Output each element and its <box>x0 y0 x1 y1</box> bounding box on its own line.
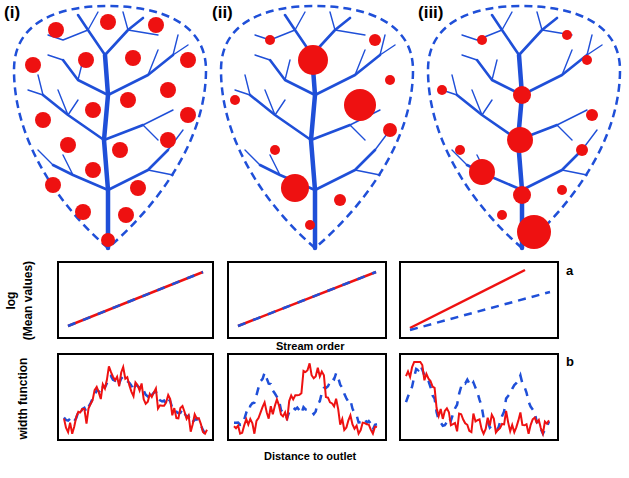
axis-label: log <box>5 291 18 309</box>
width-function-curve <box>234 373 377 430</box>
row-label: b <box>566 355 574 369</box>
width-function-curve <box>406 362 549 434</box>
panel-label: (ii) <box>212 4 233 23</box>
panel-label: (i) <box>4 4 20 23</box>
row-label: a <box>566 264 573 278</box>
axis-label: width function <box>17 357 30 439</box>
panel-label: (iii) <box>418 4 444 23</box>
width-function-curve <box>64 366 207 433</box>
width-function-curve <box>234 363 377 433</box>
axis-label: (Mean values) <box>22 260 35 339</box>
axis-label: Stream order <box>276 340 344 352</box>
axis-label: Distance to outlet <box>264 450 356 462</box>
